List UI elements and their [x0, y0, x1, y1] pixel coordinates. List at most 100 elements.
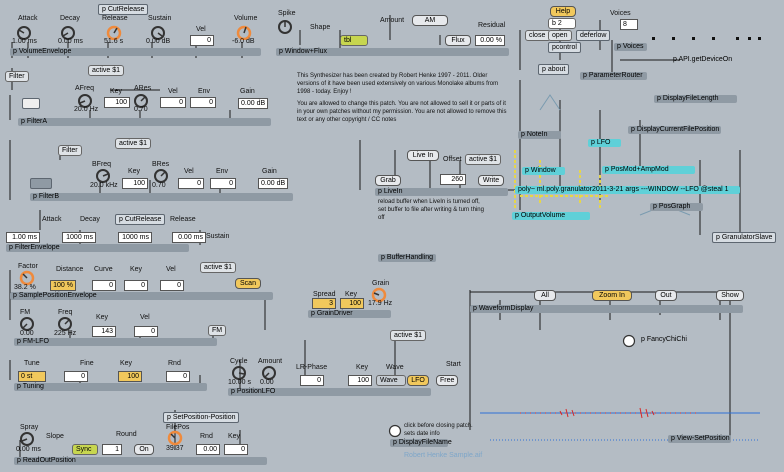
vel-number-a[interactable]: 0 — [160, 97, 186, 108]
ares-knob[interactable] — [132, 93, 150, 109]
zoom-in-button[interactable]: Zoom In — [592, 290, 632, 301]
filter-envelope-subpatch[interactable]: p FilterEnvelope — [6, 244, 189, 252]
vel-number-top[interactable]: 0 — [190, 35, 214, 46]
filepos-knob[interactable] — [166, 430, 184, 446]
spike-knob[interactable] — [276, 18, 294, 36]
gain-number-b[interactable]: 0.00 dB — [258, 178, 288, 189]
api-getdeviceon-subpatch[interactable]: p API.getDeviceOn — [673, 56, 733, 63]
active-lfo-message[interactable]: active $1 — [390, 330, 426, 341]
fe-sustain-number[interactable]: 0.00 ms — [172, 232, 206, 243]
filter-a-menu[interactable] — [22, 98, 40, 109]
decay-knob[interactable] — [58, 24, 78, 40]
active-a-message[interactable]: active $1 — [88, 65, 124, 76]
pl-amount-knob[interactable] — [260, 365, 278, 381]
active-livein-message[interactable]: active $1 — [465, 154, 501, 165]
waveform-display-subpatch[interactable]: p WaveformDisplay — [470, 305, 743, 313]
poly-granulator-object[interactable]: poly~ ml.poly.granulator2011-3-21 args -… — [515, 186, 740, 194]
cutrelease-object-2[interactable]: p CutRelease — [115, 214, 166, 225]
window-subpatch[interactable]: p Window — [522, 167, 565, 175]
output-volume-subpatch[interactable]: p OutputVolume — [512, 212, 590, 220]
attack-knob[interactable] — [14, 24, 34, 40]
display-filelength-subpatch[interactable]: p DisplayFileLength — [654, 95, 737, 103]
pl-key-number[interactable]: 100 — [348, 375, 372, 386]
grain-key-number[interactable]: 100 — [340, 298, 364, 309]
spe-key-number[interactable]: 0 — [124, 280, 148, 291]
curve-number[interactable]: 0 — [92, 280, 116, 291]
slope-selector[interactable]: Sync — [72, 444, 98, 455]
key-number-b[interactable]: 100 — [122, 178, 148, 189]
distance-number[interactable]: 100 % — [50, 280, 76, 291]
set-position-position-object[interactable]: p SetPosition-Position — [163, 412, 240, 423]
active-spe-message[interactable]: active $1 — [200, 262, 236, 273]
scan-button[interactable]: Scan — [235, 278, 261, 289]
factor-knob[interactable] — [18, 270, 36, 286]
deferlow-object[interactable]: deferlow — [576, 30, 611, 41]
fm-key-number[interactable]: 143 — [92, 326, 116, 337]
afreq-knob[interactable] — [76, 93, 94, 109]
fe-decay-number[interactable]: 1000 ms — [62, 232, 96, 243]
out-button[interactable]: Out — [655, 290, 677, 301]
fm-knob[interactable] — [18, 316, 36, 332]
view-set-position-subpatch[interactable]: p View-SetPosition — [668, 435, 731, 443]
tune-rnd-number[interactable]: 0 — [166, 371, 190, 382]
write-button[interactable]: Write — [478, 175, 504, 186]
grab-button[interactable]: Grab — [375, 175, 401, 186]
spe-vel-number[interactable]: 0 — [160, 280, 184, 291]
posmod-ampmod-subpatch[interactable]: p PosMod+AmpMod — [602, 166, 695, 174]
am-button[interactable]: AM — [412, 15, 448, 26]
lfo-subpatch[interactable]: p LFO — [588, 139, 621, 147]
fancy-chichi-subpatch[interactable]: p FancyChiChi — [641, 336, 687, 343]
tuning-subpatch[interactable]: p Tuning — [14, 383, 207, 391]
tune-number[interactable]: 0 st — [18, 371, 46, 382]
lfo-button[interactable]: LFO — [407, 375, 429, 386]
volume-knob[interactable] — [234, 24, 254, 40]
filter-b-button[interactable]: Filter — [58, 145, 82, 156]
voices-subpatch[interactable]: p Voices — [614, 43, 647, 51]
offset-number[interactable]: 260 — [440, 174, 466, 185]
cycle-knob[interactable] — [230, 365, 248, 381]
b2-object[interactable]: b 2 — [548, 18, 576, 29]
key-number-a[interactable]: 100 — [104, 97, 130, 108]
note-in-subpatch[interactable]: p NoteIn — [518, 131, 561, 139]
live-in-subpatch[interactable]: p LiveIn — [375, 188, 508, 196]
sample-position-envelope-subpatch[interactable]: p SamplePositionEnvelope — [10, 292, 273, 300]
buffer-handling-subpatch[interactable]: p BufferHandling — [378, 254, 436, 262]
display-current-file-position-subpatch[interactable]: p DisplayCurrentFilePosition — [628, 126, 721, 134]
granulator-slave-object[interactable]: p GranulatorSlave — [712, 232, 777, 243]
bres-knob[interactable] — [152, 168, 170, 184]
cutrelease-object[interactable]: p CutRelease — [98, 4, 149, 15]
filter-b-subpatch[interactable]: p FilterB — [30, 193, 293, 201]
parameter-router-subpatch[interactable]: p ParameterRouter — [580, 72, 647, 80]
fancy-chichi-toggle[interactable] — [622, 334, 636, 348]
readout-position-subpatch[interactable]: p ReadOutPosition — [14, 457, 267, 465]
on-button[interactable]: On — [134, 444, 154, 455]
env-number-b[interactable]: 0 — [210, 178, 236, 189]
filter-b-menu[interactable] — [30, 178, 52, 189]
fine-number[interactable]: 0 — [64, 371, 88, 382]
residual-number[interactable]: 0.00 % — [475, 35, 505, 46]
open-message[interactable]: open — [548, 30, 572, 41]
bfreq-knob[interactable] — [94, 168, 112, 184]
position-lfo-subpatch[interactable]: p PositionLFO — [228, 388, 431, 396]
grain-knob[interactable] — [370, 287, 388, 303]
freq-knob[interactable] — [56, 316, 74, 332]
fm-vel-number[interactable]: 0 — [134, 326, 158, 337]
date-info-button[interactable] — [388, 424, 402, 438]
rp-rnd-number[interactable]: 0.00 — [196, 444, 220, 455]
all-button[interactable]: All — [534, 290, 556, 301]
sustain-knob[interactable] — [148, 24, 168, 40]
filter-a-subpatch[interactable]: p FilterA — [18, 118, 271, 126]
active-b-message[interactable]: active $1 — [115, 138, 151, 149]
tune-key-number[interactable]: 100 — [118, 371, 142, 382]
grain-driver-subpatch[interactable]: p GrainDriver — [308, 310, 391, 318]
voices-number[interactable]: 8 — [620, 19, 638, 30]
show-button[interactable]: Show — [716, 290, 744, 301]
help-button[interactable]: Help — [550, 6, 576, 17]
shape-selector[interactable]: tbl — [340, 35, 368, 46]
pcontrol-object[interactable]: pcontrol — [548, 42, 581, 53]
wave-selector[interactable]: Wave — [376, 375, 406, 386]
rp-key-number[interactable]: 0 — [224, 444, 248, 455]
lr-phase-number[interactable]: 0 — [300, 375, 324, 386]
live-in-button[interactable]: Live In — [407, 150, 439, 161]
fm-lfo-subpatch[interactable]: p FM-LFO — [14, 338, 217, 346]
